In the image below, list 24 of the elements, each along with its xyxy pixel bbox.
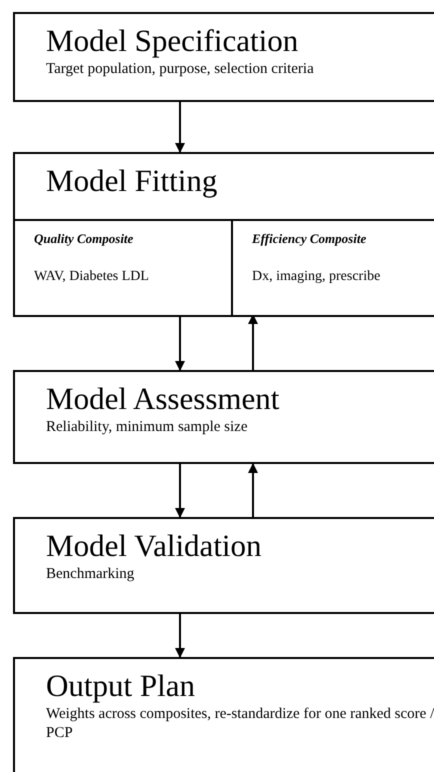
stage-box: [13, 370, 434, 464]
composite-items: WAV, Diabetes LDL: [34, 269, 150, 285]
stage-description: Target population, purpose, selection criteria: [46, 60, 315, 79]
arrow: [175, 102, 185, 153]
stage-description: Reliability, minimum sample size: [46, 418, 248, 437]
arrow: [248, 463, 258, 517]
stage-title: Model Assessment: [46, 382, 280, 416]
stage-box: [13, 12, 434, 102]
arrow: [175, 315, 185, 371]
composite-title: Quality Composite: [34, 231, 134, 247]
composite-title: Efficiency Composite: [252, 231, 368, 247]
stage-title: Model Validation: [46, 529, 263, 563]
stage-title: Output Plan: [46, 669, 196, 703]
stage-description: Weights across composites, re-standardize for one ranked score / PCP: [46, 705, 434, 743]
stage-box: [13, 657, 434, 772]
stage-title: Model Fitting: [46, 164, 218, 198]
arrow: [175, 614, 185, 658]
composite-panel: [231, 219, 434, 315]
composite-items: Dx, imaging, prescribe: [252, 269, 382, 285]
stage-box: [13, 517, 434, 614]
stage-description: Benchmarking: [46, 565, 136, 584]
stage-box: [13, 152, 434, 317]
arrow: [175, 464, 185, 518]
stage-title: Model Specification: [46, 24, 300, 58]
